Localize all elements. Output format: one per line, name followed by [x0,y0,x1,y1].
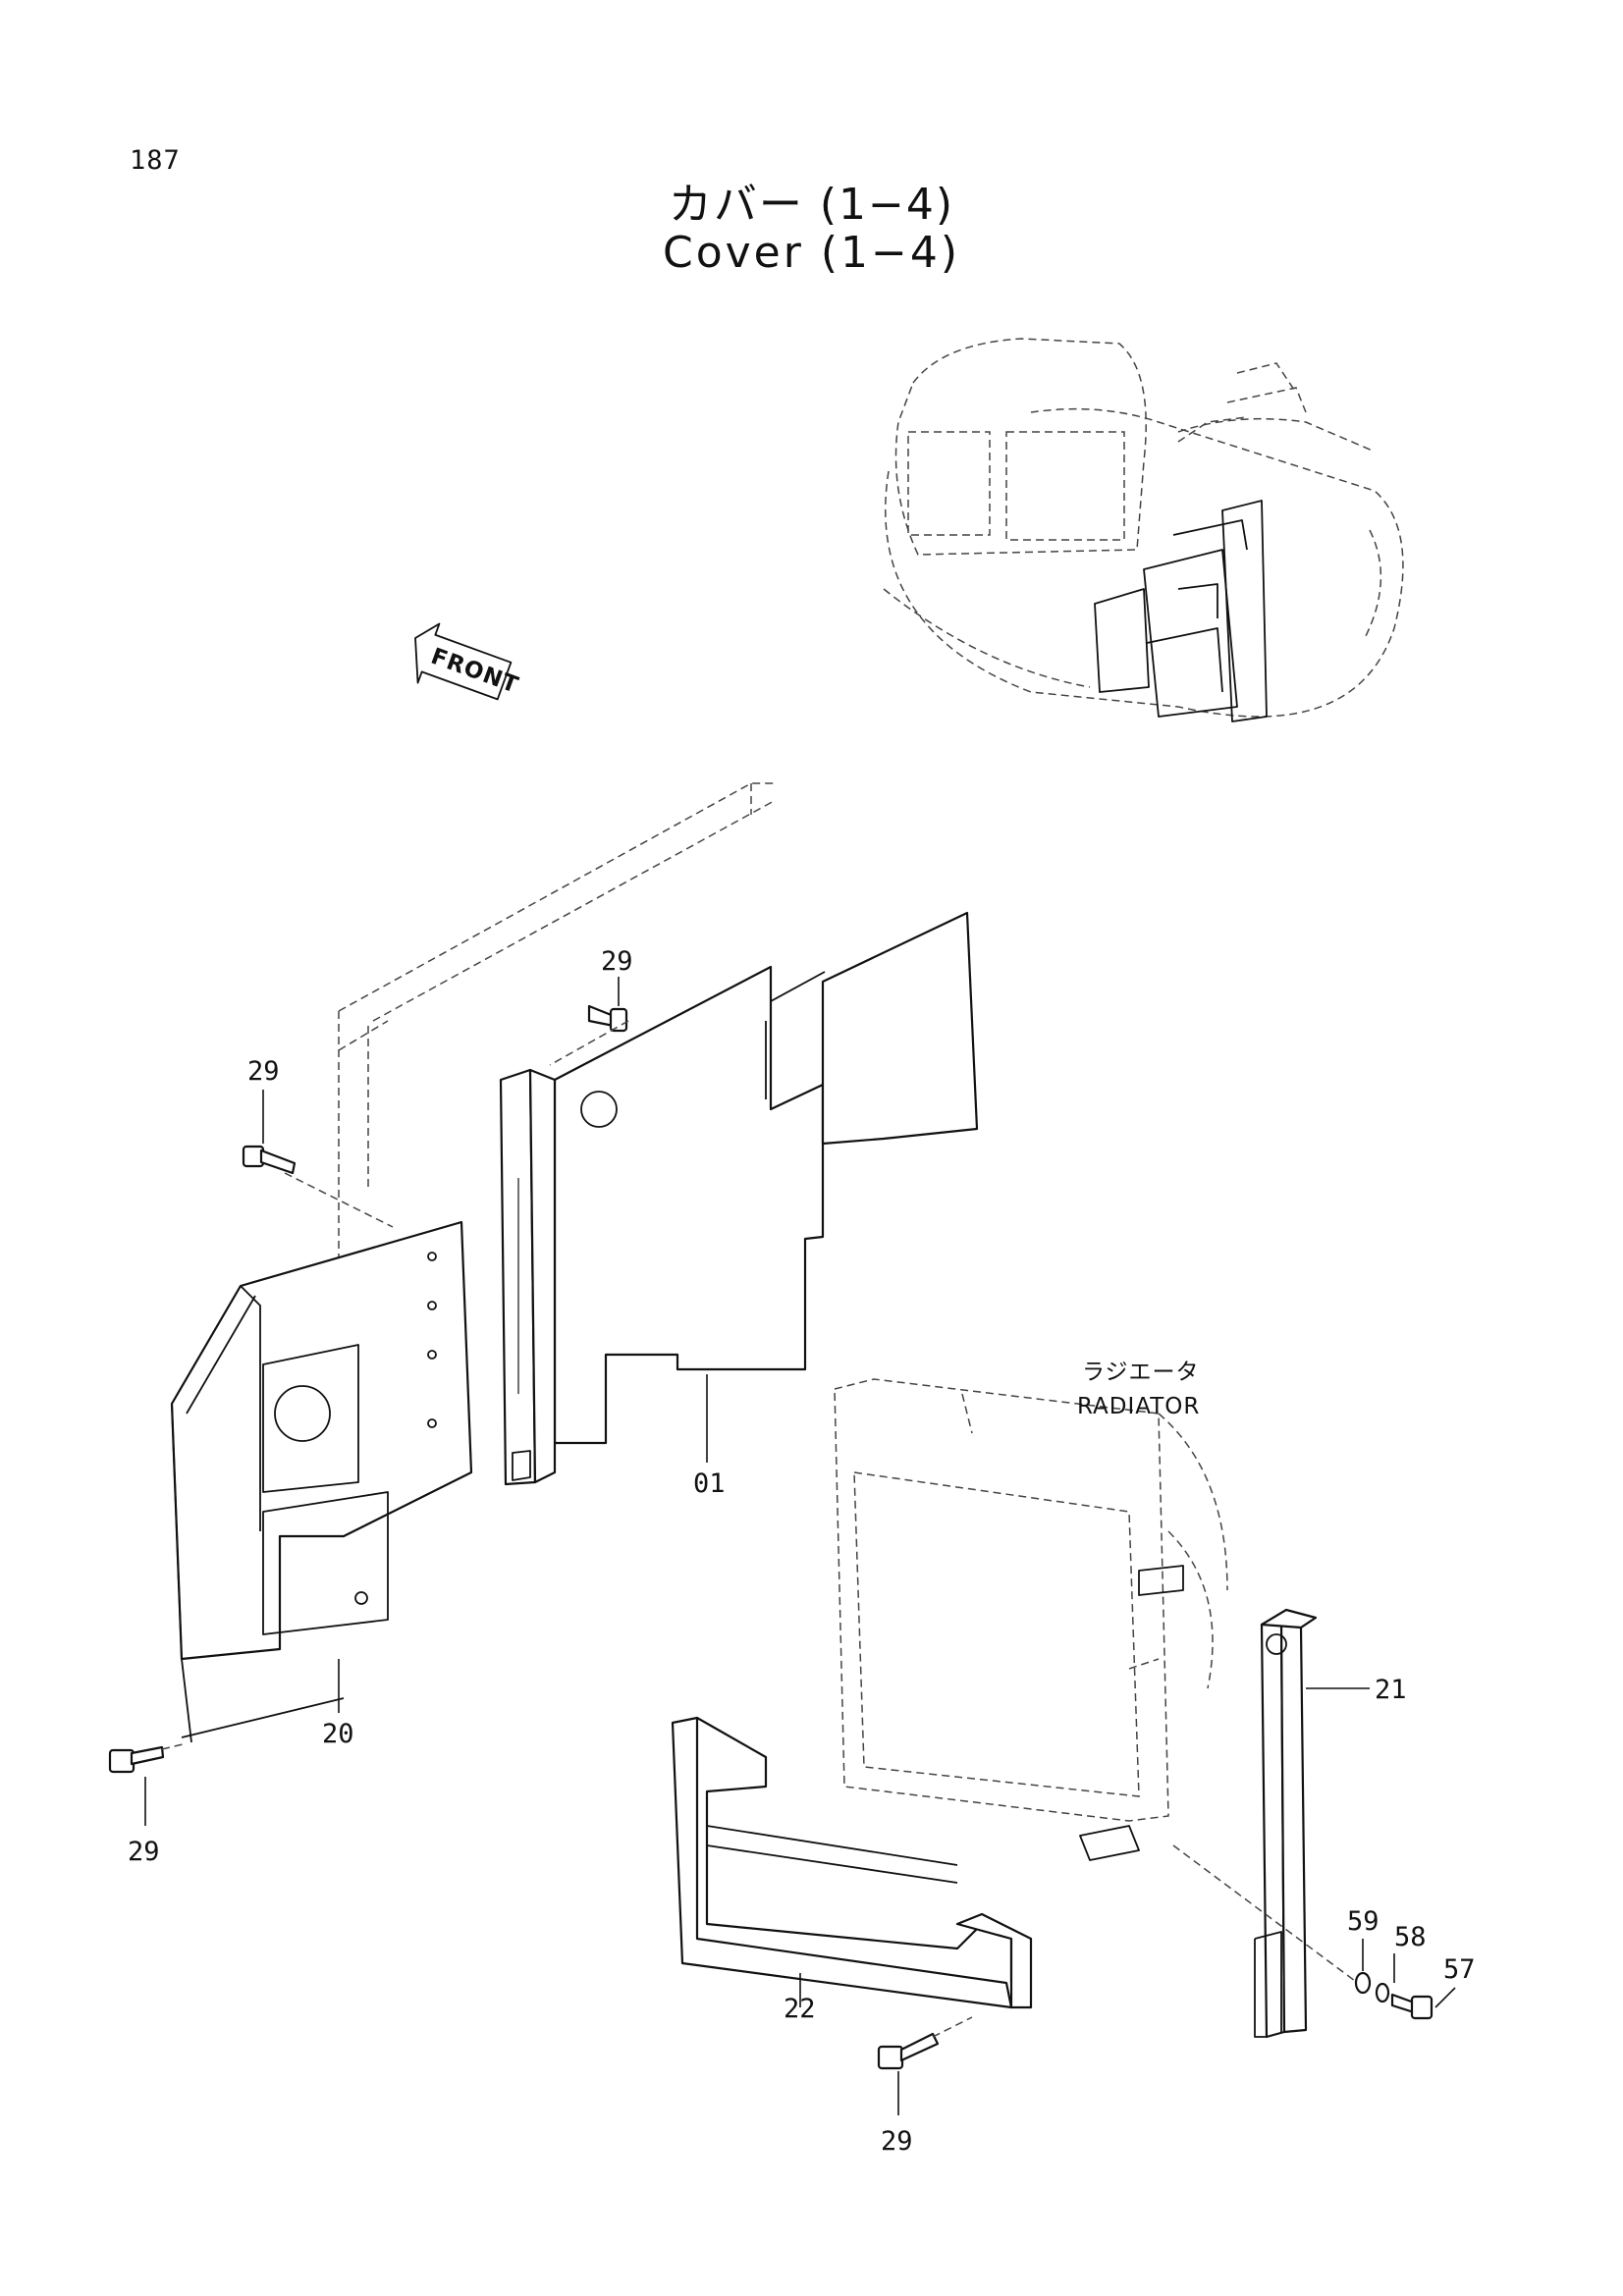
callout-20: 20 [322,1719,354,1749]
callout-57: 57 [1443,1954,1476,1985]
bolt-29-left-icon [242,1145,297,1175]
washer-59-icon [1354,1971,1372,1995]
bolt-57-icon [1390,1993,1434,2020]
callout-59: 59 [1347,1906,1380,1937]
radiator-label-english: RADIATOR [1077,1394,1200,1419]
bolt-29-bottom-icon [877,2032,940,2070]
radiator-label-japanese: ラジエータ [1082,1360,1200,1385]
excavator-overview [883,338,1404,722]
cover-part-01 [499,911,979,1486]
callout-29-bottom-left: 29 [128,1837,160,1867]
bolt-29-bottom-left-icon [108,1745,165,1774]
cover-part-21 [1254,1608,1318,2039]
title-japanese: カバー (1−4) [668,180,955,230]
lock-washer-58-icon [1375,1982,1390,2003]
cover-part-22 [671,1716,1033,2009]
callout-29-top: 29 [601,946,633,977]
callout-29-bottom: 29 [881,2126,913,2157]
bolt-29-top-icon [587,1004,628,1033]
callout-21: 21 [1375,1675,1407,1705]
callout-58: 58 [1394,1922,1427,1952]
page-number: 187 [130,145,181,176]
callout-22: 22 [784,1994,816,2024]
callout-29-left: 29 [247,1056,280,1087]
callout-01: 01 [693,1468,726,1499]
title-english: Cover (1−4) [662,228,960,278]
radiator-ghost [834,1378,1228,1861]
cover-part-20 [170,1220,473,1743]
front-arrow-icon: FRONT [414,622,522,701]
